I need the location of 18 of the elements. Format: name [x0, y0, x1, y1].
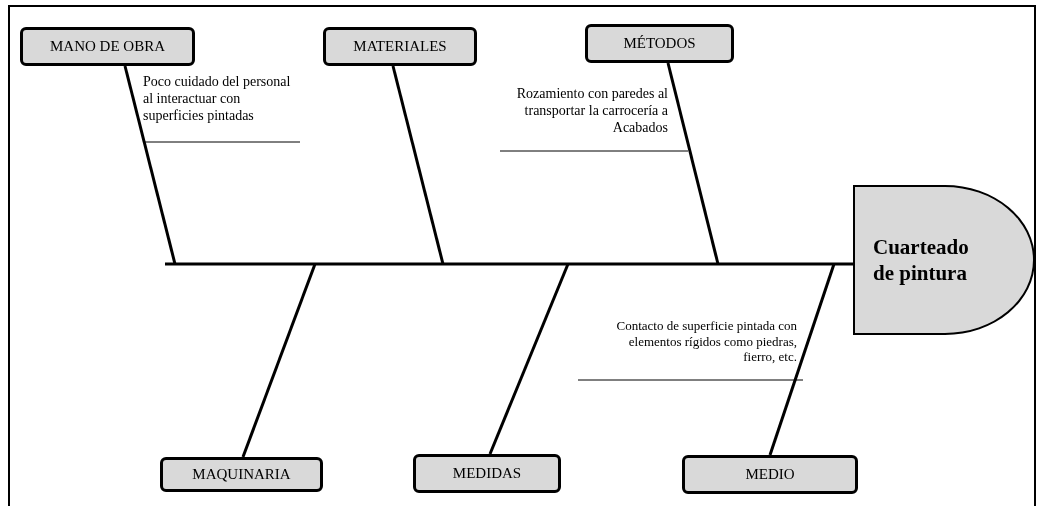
cause-text: Poco cuidado del personal al interactuar con superficies pintadas [143, 74, 292, 125]
cause-text: Rozamiento con paredes al transportar la carrocería a Acabados [515, 86, 668, 137]
effect-text: Cuarteado de pintura [873, 233, 970, 287]
category-box: MAQUINARIA [160, 457, 323, 492]
bone-line [768, 263, 836, 456]
bone-line [241, 263, 317, 458]
cause-text: Contacto de superficie pintada con elementos rígidos como piedras, fierro, etc. [615, 318, 797, 365]
bone-line [666, 62, 720, 265]
bone-line [123, 65, 177, 265]
category-box: MEDIDAS [413, 454, 561, 493]
bone-line [488, 263, 570, 455]
category-box: MANO DE OBRA [20, 27, 195, 66]
category-box: MATERIALES [323, 27, 477, 66]
category-box: MEDIO [682, 455, 858, 494]
effect-head [853, 185, 1035, 335]
spine-line [165, 262, 853, 266]
bone-line [391, 65, 445, 265]
category-box: MÉTODOS [585, 24, 734, 63]
